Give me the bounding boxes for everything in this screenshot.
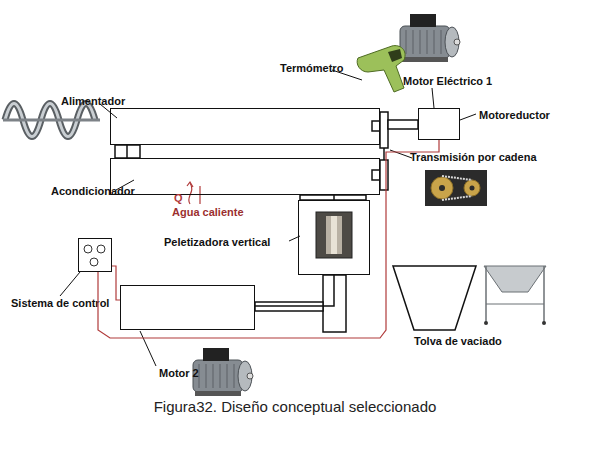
part-label: Termómetro xyxy=(280,62,343,75)
motor-picture xyxy=(445,27,459,57)
chute-link xyxy=(333,195,335,200)
leader-line xyxy=(60,272,80,296)
heat-arrow xyxy=(187,182,200,204)
motor-box: Motor 2 xyxy=(120,285,255,330)
component-label: Peletizadora vertical xyxy=(164,236,270,249)
hopper-picture xyxy=(484,321,488,325)
chain-picture xyxy=(464,180,480,196)
hopper-picture xyxy=(484,266,546,292)
control-buttons xyxy=(84,245,105,266)
screw-picture xyxy=(3,104,100,137)
hopper-outline xyxy=(393,266,476,330)
part-label: Transmisión por cadena xyxy=(410,151,537,164)
motor-reducer-box: Motor Eléctrico 1Motoreductor xyxy=(418,108,460,140)
hopper-picture xyxy=(485,266,487,322)
control-buttons xyxy=(84,245,92,253)
control-buttons xyxy=(90,258,98,266)
chain-picture xyxy=(442,196,472,200)
control-buttons xyxy=(97,245,105,253)
pelletizer-picture xyxy=(326,216,342,254)
motor-picture xyxy=(234,364,235,388)
motor-picture xyxy=(213,364,214,388)
transfer-duct xyxy=(115,145,140,158)
heat-arrow xyxy=(189,183,192,204)
hopper-picture xyxy=(543,266,545,322)
conditioner-box: Acondicionador xyxy=(110,158,380,195)
component-label: Alimentador xyxy=(61,95,125,108)
chain-picture xyxy=(431,177,453,199)
pelletizer-box: Peletizadora vertical xyxy=(298,200,370,275)
component-label: Tolva de vaciado xyxy=(414,335,502,348)
leader-line xyxy=(460,114,476,120)
component-label: Motoreductor xyxy=(479,109,550,122)
heat-symbol: Q xyxy=(174,192,183,205)
chain-drive xyxy=(372,170,380,180)
motor-picture xyxy=(441,30,442,54)
motor-picture xyxy=(454,39,460,45)
chain-drive xyxy=(388,120,418,129)
leader-line xyxy=(390,150,412,158)
motor-picture xyxy=(406,30,407,54)
thermometer-picture xyxy=(357,46,405,92)
motor-picture xyxy=(400,26,450,58)
hopper-picture xyxy=(484,266,546,325)
component-label: Acondicionador xyxy=(51,185,135,198)
note-label: Agua caliente xyxy=(172,206,244,219)
chain-picture xyxy=(425,170,487,206)
thermometer-picture xyxy=(388,49,402,62)
component-label: Motor 2 xyxy=(159,367,199,380)
heat-arrow xyxy=(199,186,200,204)
motor-picture xyxy=(427,30,428,54)
motor-picture xyxy=(238,361,252,391)
chain-drive xyxy=(383,148,385,160)
control-wire xyxy=(98,140,439,338)
motor-picture xyxy=(247,373,253,379)
screw-picture xyxy=(3,119,100,122)
motor-picture xyxy=(203,348,229,361)
motor-picture xyxy=(193,348,253,396)
motor-picture xyxy=(402,57,448,62)
pelletizer-picture xyxy=(331,216,337,254)
hopper-picture xyxy=(542,321,546,325)
control-wire xyxy=(112,266,120,300)
chain-drive xyxy=(372,121,380,131)
leader-line xyxy=(432,88,434,108)
chain-picture xyxy=(470,186,475,191)
motor-picture xyxy=(193,360,243,392)
motor-picture xyxy=(206,364,207,388)
hopper-picture xyxy=(486,304,544,305)
chain-drive xyxy=(380,160,388,190)
component-label: Motor Eléctrico 1 xyxy=(403,75,492,88)
chain-drive xyxy=(380,112,388,148)
component-label: Sistema de control xyxy=(11,297,109,310)
chain-picture xyxy=(425,170,487,206)
leader-line xyxy=(140,331,156,366)
pelletizer-picture xyxy=(316,212,352,258)
feeder-box: Alimentador xyxy=(110,108,380,145)
chain-picture xyxy=(442,176,472,180)
thermometer-picture xyxy=(357,46,405,92)
motor-picture xyxy=(413,30,414,54)
motor-picture xyxy=(410,14,436,27)
motor-picture xyxy=(420,30,421,54)
figure-caption: Figura32. Diseño conceptual seleccionado xyxy=(0,398,590,416)
pelletizer-picture xyxy=(316,212,352,258)
motor-picture xyxy=(400,14,460,62)
drive-shaft xyxy=(255,275,334,306)
chain-picture xyxy=(439,185,445,191)
control-box: Sistema de control xyxy=(78,238,112,272)
hopper-outline xyxy=(392,265,477,331)
heat-arrow xyxy=(187,182,193,187)
leader-line xyxy=(60,70,476,366)
motor-picture xyxy=(227,364,228,388)
motor-picture xyxy=(434,30,435,54)
hopper-shape: Tolva de vaciado xyxy=(392,265,477,331)
motor-picture xyxy=(220,364,221,388)
motor-picture xyxy=(195,391,241,396)
transfer-link xyxy=(126,145,128,158)
